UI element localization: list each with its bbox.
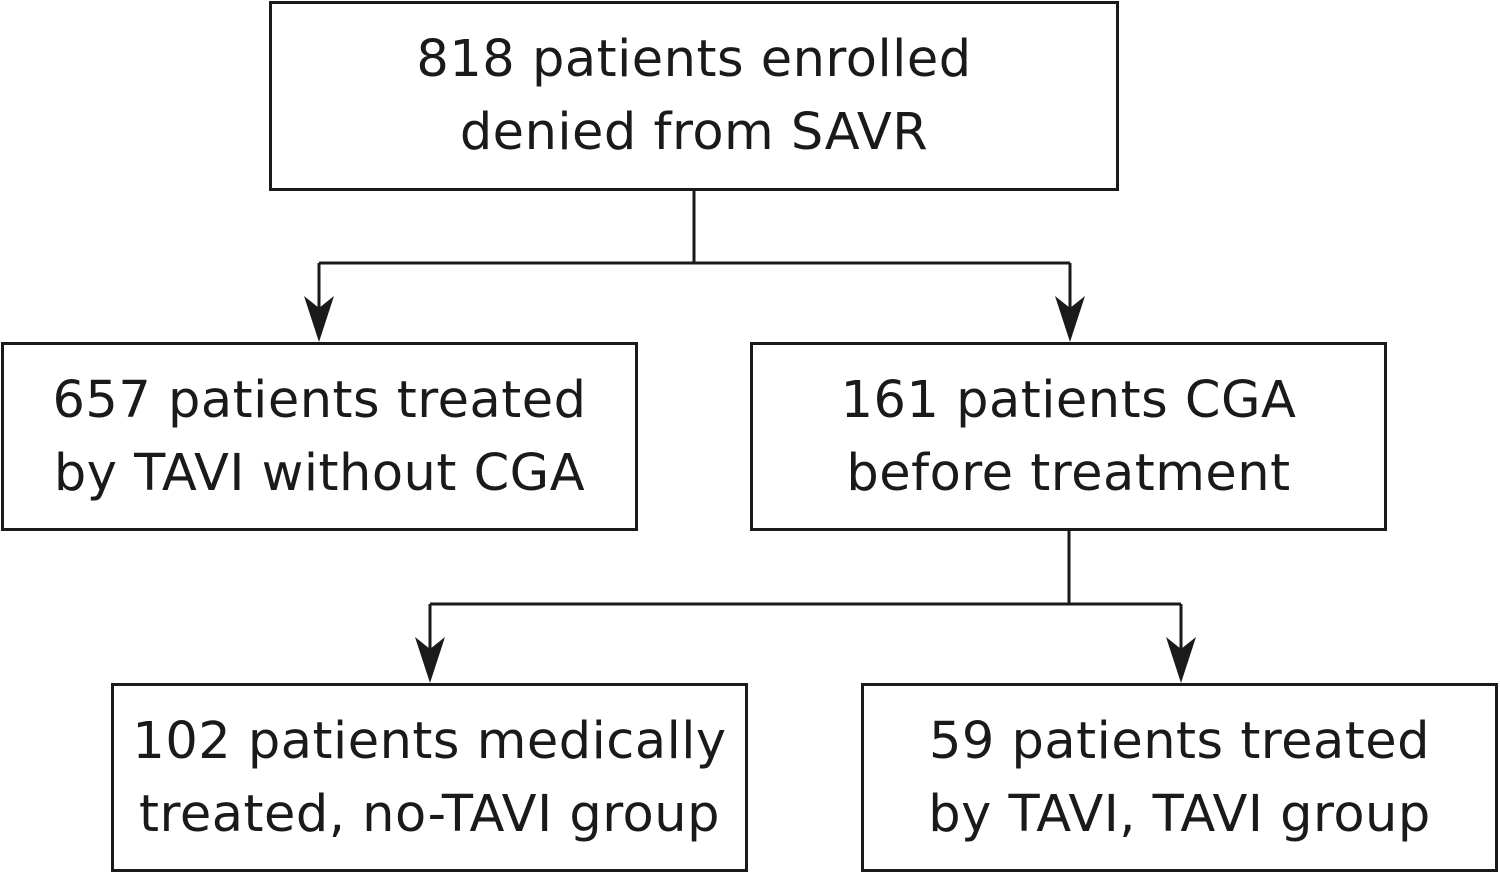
node-enrolled-line2: denied from SAVR	[459, 103, 929, 162]
arrowhead-to-cga	[1055, 296, 1085, 342]
node-cga-before-treatment: 161 patients CGA before treatment	[750, 342, 1387, 531]
node-medically-treated-line1: 102 patients medically	[132, 711, 727, 771]
node-medically-treated: 102 patients medically treated, no-TAVI …	[111, 683, 748, 872]
node-tavi-without-cga-line1: 657 patients treated	[52, 370, 587, 430]
node-medically-treated-line2: treated, no-TAVI group	[139, 784, 720, 844]
node-enrolled: 818 patients enrolled denied from SAVR	[269, 1, 1119, 191]
node-tavi-group-line1: 59 patients treated	[928, 711, 1431, 771]
node-tavi-group: 59 patients treated by TAVI, TAVI group	[861, 683, 1498, 872]
node-cga-before-treatment-line1: 161 patients CGA	[840, 370, 1297, 430]
node-tavi-group-line2: by TAVI, TAVI group	[928, 784, 1431, 844]
node-tavi-without-cga: 657 patients treated by TAVI without CGA	[1, 342, 638, 531]
arrowhead-to-medical	[415, 637, 445, 683]
arrowhead-to-without	[304, 296, 334, 342]
node-cga-before-treatment-line2: before treatment	[846, 443, 1291, 503]
arrowhead-to-tavi	[1166, 637, 1196, 683]
node-enrolled-line1: 818 patients enrolled	[416, 30, 972, 89]
node-tavi-without-cga-line2: by TAVI without CGA	[53, 443, 586, 503]
